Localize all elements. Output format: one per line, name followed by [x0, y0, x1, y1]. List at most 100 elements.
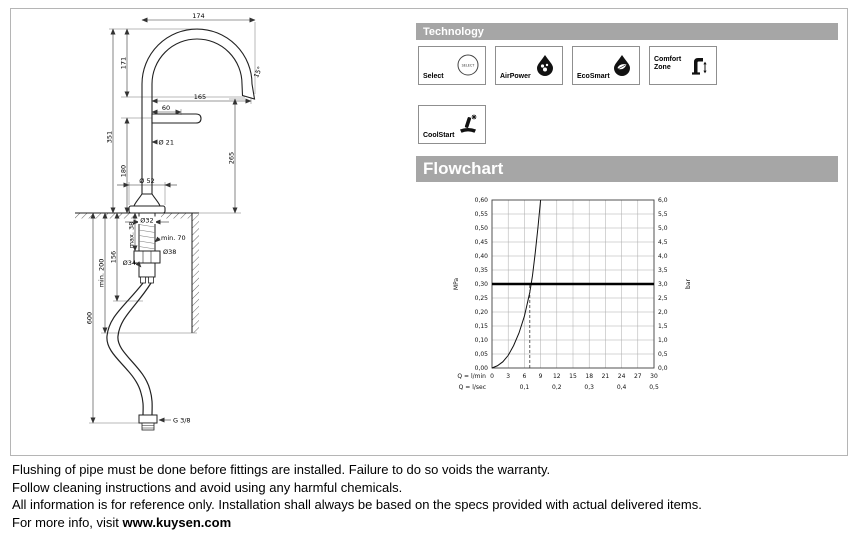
flow-rate-curve — [491, 199, 542, 369]
svg-text:0,00: 0,00 — [475, 365, 489, 372]
dim-min-200: min. 200 — [98, 259, 106, 288]
tech-badge-select: Select SELECT — [418, 46, 486, 85]
chart-x-labels: Q = l/min 0 3 6 9 12 15 18 21 24 27 30 Q = l/sec 0,1 0… — [457, 373, 659, 391]
dimension-labels: 174 171 165 60 351 265 180 Ø 21 Ø 52 Ø32… — [86, 12, 265, 425]
svg-text:4,5: 4,5 — [658, 239, 668, 246]
dim-spout-reach: 165 — [194, 93, 206, 101]
svg-text:Q = l/min: Q = l/min — [457, 373, 486, 380]
chart-y-right-labels: 0,00,51,01,52,02,53,03,54,04,55,05,56,0 — [658, 197, 668, 372]
supply-hose — [117, 282, 153, 416]
badge-label: Comfort Zone — [654, 56, 682, 72]
footer-line: For more info, visit www.kuysen.com — [12, 514, 702, 532]
dim-hole-diameter: Ø34 — [123, 259, 136, 267]
faucet-outline — [128, 28, 256, 214]
svg-text:0,0: 0,0 — [658, 365, 668, 372]
svg-text:0,10: 0,10 — [475, 337, 489, 344]
svg-text:15: 15 — [569, 373, 577, 380]
svg-text:27: 27 — [634, 373, 642, 380]
dim-spout-height: 265 — [228, 152, 236, 164]
spec-panel: 174 171 165 60 351 265 180 Ø 21 Ø 52 Ø32… — [10, 8, 848, 456]
badge-label: Select — [423, 72, 444, 80]
svg-text:0,2: 0,2 — [552, 384, 562, 391]
dim-counter-max: max. 38 — [128, 222, 136, 249]
svg-text:3,0: 3,0 — [658, 281, 668, 288]
mounting-nut — [133, 250, 161, 264]
svg-text:24: 24 — [618, 373, 626, 380]
supply-hose — [106, 282, 144, 416]
svg-text:2,0: 2,0 — [658, 309, 668, 316]
svg-text:18: 18 — [585, 373, 593, 380]
svg-text:0: 0 — [490, 373, 494, 380]
svg-text:5,0: 5,0 — [658, 225, 668, 232]
dim-width-top: 174 — [192, 12, 204, 20]
svg-text:6: 6 — [522, 373, 526, 380]
flow-rate-chart: 0,000,050,100,150,200,250,300,350,400,45… — [453, 197, 692, 391]
svg-text:1,5: 1,5 — [658, 323, 668, 330]
svg-text:3,5: 3,5 — [658, 267, 668, 274]
footer-notes: Flushing of pipe must be done before fit… — [12, 461, 702, 531]
chart-y-right-unit: bar — [685, 278, 692, 288]
badge-label: AirPower — [500, 72, 531, 80]
footer-line: Follow cleaning instructions and avoid u… — [12, 479, 403, 495]
svg-text:SELECT: SELECT — [462, 64, 476, 68]
badge-label: CoolStart — [423, 131, 455, 139]
tech-badge-comfort-zone: Comfort Zone — [649, 46, 717, 85]
tech-badge-airpower: AirPower — [495, 46, 563, 85]
chart-y-left-labels: 0,000,050,100,150,200,250,300,350,400,45… — [475, 197, 489, 372]
svg-text:0,1: 0,1 — [520, 384, 530, 391]
svg-text:21: 21 — [602, 373, 610, 380]
svg-text:0,20: 0,20 — [475, 309, 489, 316]
svg-text:0,40: 0,40 — [475, 253, 489, 260]
flowchart-section-header: Flowchart — [416, 156, 838, 182]
dim-pipe-diameter: Ø 21 — [159, 139, 174, 147]
dim-shank-diameter: Ø32 — [140, 217, 153, 225]
dimension-lines — [89, 17, 256, 424]
footer-line: Flushing of pipe must be done before fit… — [12, 462, 551, 477]
svg-text:30: 30 — [650, 373, 658, 380]
dim-nut-diameter: Ø38 — [163, 248, 176, 256]
svg-text:3: 3 — [506, 373, 510, 380]
airpower-icon — [537, 55, 553, 76]
svg-text:0,55: 0,55 — [475, 211, 489, 218]
dim-handle: 60 — [162, 104, 170, 112]
coolstart-icon — [460, 114, 477, 133]
tech-badge-coolstart: CoolStart — [418, 105, 486, 144]
svg-text:0,60: 0,60 — [475, 197, 489, 204]
dim-min-clearance: min. 70 — [161, 234, 186, 242]
flowchart-title: Flowchart — [423, 159, 504, 178]
dim-under-height: 156 — [110, 251, 118, 263]
svg-text:9: 9 — [539, 373, 543, 380]
svg-text:0,25: 0,25 — [475, 295, 489, 302]
valve-body — [138, 262, 156, 278]
svg-text:5,5: 5,5 — [658, 211, 668, 218]
svg-text:0,30: 0,30 — [475, 281, 489, 288]
footer-more-info-text: For more info, visit — [12, 514, 123, 530]
faucet-technical-drawing: 174 171 165 60 351 265 180 Ø 21 Ø 52 Ø32… — [75, 12, 265, 431]
svg-text:Q = l/sec: Q = l/sec — [459, 384, 486, 391]
dim-base-diameter: Ø 52 — [139, 177, 154, 185]
faucet-handle — [151, 113, 202, 124]
svg-text:2,5: 2,5 — [658, 295, 668, 302]
counter-section — [75, 212, 199, 333]
dim-arch-height: 171 — [120, 57, 128, 69]
tech-badge-ecosmart: EcoSmart — [572, 46, 640, 85]
dim-hose-length: 600 — [86, 312, 94, 324]
dim-total-height: 351 — [106, 131, 114, 143]
undercounter-assembly — [106, 212, 161, 431]
svg-text:0,15: 0,15 — [475, 323, 489, 330]
svg-text:0,5: 0,5 — [658, 351, 668, 358]
svg-text:0,50: 0,50 — [475, 225, 489, 232]
svg-text:12: 12 — [553, 373, 561, 380]
svg-text:0,45: 0,45 — [475, 239, 489, 246]
technology-section-header: Technology — [416, 23, 838, 40]
svg-text:0,05: 0,05 — [475, 351, 489, 358]
website-link: www.kuysen.com — [122, 514, 232, 530]
hose-connector — [138, 414, 158, 424]
dim-body-height: 180 — [120, 165, 128, 177]
svg-text:6,0: 6,0 — [658, 197, 668, 204]
svg-text:0,4: 0,4 — [617, 384, 627, 391]
dim-spout-angle: 15° — [252, 65, 264, 79]
badge-label: EcoSmart — [577, 72, 610, 80]
svg-text:0,3: 0,3 — [584, 384, 594, 391]
